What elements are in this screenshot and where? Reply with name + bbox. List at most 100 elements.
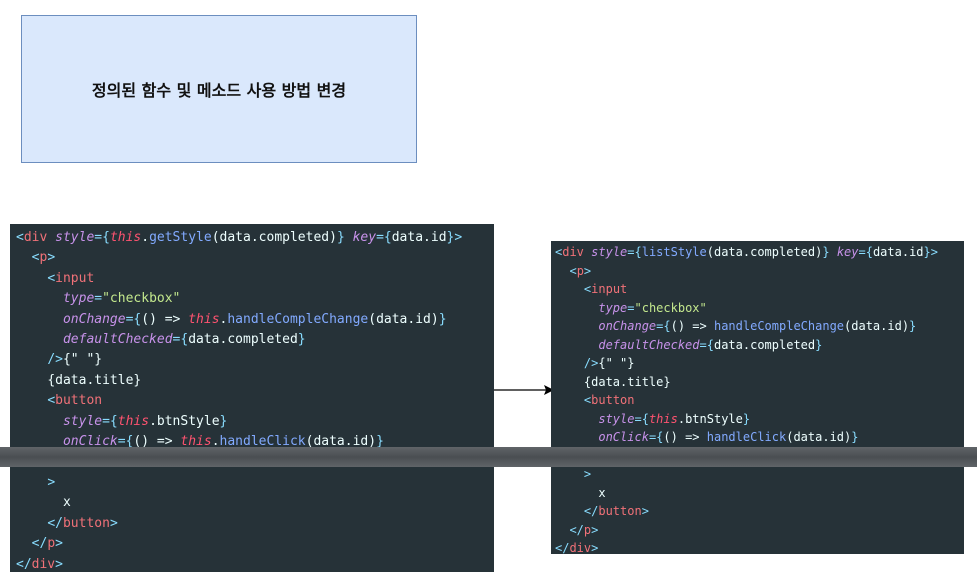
code-line: </div> (551, 539, 964, 558)
code-token: /> (583, 356, 599, 370)
code-token: p (39, 250, 48, 266)
code-token: ={ (125, 311, 142, 327)
code-token: ={ (648, 430, 664, 444)
code-token: style (55, 230, 95, 245)
code-token (830, 245, 837, 259)
code-token: p (576, 263, 584, 278)
code-token: </ (583, 504, 599, 518)
code-token: style (591, 245, 628, 259)
code-line: x (10, 493, 494, 513)
code-line: <input (551, 280, 964, 299)
code-token: > (47, 474, 56, 490)
code-token: onClick (62, 434, 118, 450)
code-line: style={this.btnStyle} (10, 412, 494, 432)
code-line: <p> (551, 262, 964, 281)
code-line: <div style={listStyle(data.completed)} k… (551, 243, 964, 262)
code-token: onClick (598, 430, 649, 444)
code-token (555, 504, 584, 518)
code-token (16, 271, 47, 286)
code-token: </ (31, 536, 48, 552)
code-token (555, 301, 598, 315)
code-line: type="checkbox" (551, 299, 964, 318)
code-line: <p> (10, 248, 494, 268)
code-line: {data.title} (10, 371, 494, 391)
code-token: ={ (117, 434, 134, 450)
code-token: } (909, 319, 917, 333)
code-token: </ (555, 541, 570, 555)
code-token: input (55, 270, 95, 286)
code-token (555, 264, 569, 278)
code-token: handleCompleChange (227, 311, 369, 327)
code-line: onClick={() => this.handleClick(data.id)… (10, 432, 494, 452)
code-line: </div> (10, 555, 494, 575)
code-token: (data.id) (844, 319, 910, 333)
code-token: ={ (858, 245, 873, 259)
code-token (555, 375, 584, 389)
code-line: />{" "} (551, 354, 964, 373)
code-token: > (55, 536, 63, 552)
code-token (16, 332, 63, 347)
code-token: p (47, 536, 56, 552)
code-token: input (591, 282, 628, 296)
code-line: > (10, 473, 494, 493)
code-token: . (211, 434, 220, 450)
code-line: style={this.btnStyle} (551, 410, 964, 429)
code-token: button (591, 393, 635, 407)
code-token (555, 393, 584, 407)
code-token: ={ (94, 230, 110, 245)
code-token: > (591, 541, 599, 555)
code-token: (data.completed) (211, 230, 337, 245)
code-token: > (591, 522, 599, 537)
code-token: "checkbox" (102, 291, 181, 307)
code-token: div (23, 230, 56, 245)
code-token: ={ (634, 411, 649, 426)
code-token: ={ (699, 337, 714, 352)
code-token: () => (141, 311, 189, 327)
code-token (16, 475, 47, 490)
code-token: onChange (62, 311, 126, 327)
diagram-title: 정의된 함수 및 메소드 사용 방법 변경 (91, 81, 347, 100)
code-token: p (583, 522, 592, 537)
code-token: }> (923, 245, 938, 259)
code-line: </p> (551, 521, 964, 540)
code-token: </ (47, 515, 63, 531)
code-token: < (583, 282, 592, 296)
code-token: getStyle (149, 230, 212, 245)
code-line: defaultChecked={data.completed} (551, 336, 964, 355)
code-token: </ (569, 522, 584, 537)
code-token (16, 291, 63, 306)
code-panel-before: <div style={this.getStyle(data.completed… (10, 224, 494, 572)
code-line: type="checkbox" (10, 289, 494, 309)
code-panel-after: <div style={listStyle(data.completed)} k… (551, 241, 964, 555)
code-token: < (569, 263, 577, 278)
code-token (345, 230, 353, 245)
code-token: . (149, 413, 157, 429)
code-token: < (583, 393, 592, 407)
code-token: > (55, 556, 63, 572)
code-token: ={ (656, 319, 671, 333)
code-token: {" "} (62, 352, 103, 368)
code-token: data.id (872, 245, 924, 259)
code-line: defaultChecked={data.completed} (10, 330, 494, 350)
code-line: </p> (10, 534, 494, 554)
code-token: > (583, 467, 592, 481)
code-token: x (62, 495, 71, 511)
code-token: = (627, 300, 635, 315)
code-token: this (188, 311, 220, 327)
code-line: </button> (10, 514, 494, 534)
code-token: div (569, 541, 592, 555)
code-token (555, 523, 569, 537)
code-token: (data.completed) (706, 245, 823, 259)
code-token (555, 282, 584, 296)
code-token (555, 486, 598, 500)
code-token (16, 352, 47, 367)
code-token: </ (16, 556, 32, 572)
code-token: } (336, 230, 345, 245)
code-token: style (598, 411, 635, 426)
code-token: < (31, 250, 40, 266)
code-token: < (555, 245, 563, 259)
code-line: <div style={this.getStyle(data.completed… (10, 228, 494, 248)
code-token: < (47, 393, 56, 409)
code-token: button (62, 515, 110, 531)
code-token: () => (133, 434, 181, 450)
